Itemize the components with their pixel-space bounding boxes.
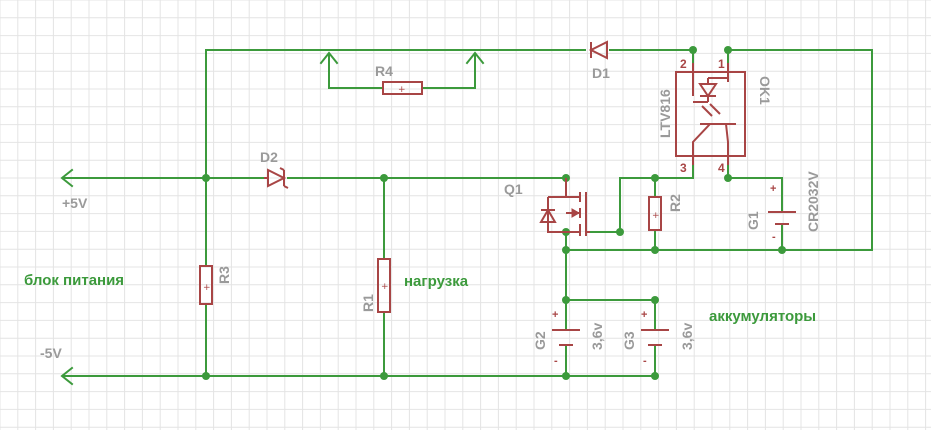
label-g3: G3 (621, 331, 637, 350)
note-batteries: аккумуляторы (709, 308, 816, 325)
wire-r4-right (421, 54, 476, 89)
diode-d2 (264, 167, 289, 189)
label-d2: D2 (260, 149, 278, 165)
pin-label-3: 3 (680, 161, 687, 175)
label-q1: Q1 (504, 181, 523, 197)
battery-g2: + - (552, 309, 580, 367)
junction (562, 372, 570, 380)
junction (562, 296, 570, 304)
junction (202, 174, 210, 182)
junction (778, 246, 786, 254)
junction (689, 46, 697, 54)
resistor-r1: + (377, 258, 391, 313)
r2-plus: + (652, 211, 660, 221)
label-r4: R4 (375, 63, 393, 79)
mosfet-q1 (539, 178, 590, 236)
label-g1-part: CR2032V (805, 171, 821, 232)
net-label-minus5: -5V (40, 345, 62, 361)
pin-label-2: 2 (680, 57, 687, 71)
junction (651, 174, 659, 182)
junction (651, 296, 659, 304)
junction (562, 246, 570, 254)
label-r2: R2 (667, 194, 683, 212)
label-g3-value: 3,6v (679, 323, 695, 350)
net-label-plus5: +5V (62, 195, 88, 211)
label-ok1-part: LTV816 (657, 89, 673, 138)
g2-plus: + (552, 309, 558, 321)
label-g1: G1 (745, 211, 761, 230)
junction (380, 174, 388, 182)
label-r3: R3 (216, 266, 232, 284)
wire-q1-gate (589, 164, 694, 233)
optocoupler-ok1 (675, 63, 746, 165)
note-power-unit: блок питания (24, 272, 124, 289)
junction (724, 174, 732, 182)
resistor-r2: + (648, 196, 662, 231)
wire-ok1-pin1-to-right (565, 49, 873, 251)
wire-top-rail-left (205, 49, 586, 179)
junction (202, 372, 210, 380)
supply-arrow-plus5 (60, 168, 74, 188)
g3-plus: + (641, 309, 647, 321)
junction (616, 228, 624, 236)
pin-label-4: 4 (718, 161, 725, 175)
label-d1: D1 (592, 65, 610, 81)
g1-plus: + (770, 183, 776, 195)
g2-minus: - (554, 355, 558, 367)
battery-g3: + - (641, 309, 669, 367)
diode-d1 (588, 40, 608, 60)
g3-minus: - (643, 355, 647, 367)
junction (380, 372, 388, 380)
label-g2: G2 (532, 331, 548, 350)
g1-minus: - (772, 231, 776, 243)
r4-supply-arrows (319, 51, 485, 65)
junction (651, 372, 659, 380)
junction (651, 246, 659, 254)
label-r1: R1 (360, 294, 376, 312)
resistor-r3: + (199, 265, 213, 305)
labels: +5V -5V R4 D1 D2 Q1 R3 R1 R2 OK1 LTV816 … (24, 57, 821, 361)
junctions (202, 46, 786, 380)
junction (724, 46, 732, 54)
r1-plus: + (381, 282, 389, 292)
wire-r4 (328, 54, 384, 89)
note-load: нагрузка (404, 273, 469, 290)
label-ok1: OK1 (757, 76, 773, 105)
r4-plus: + (398, 85, 406, 95)
battery-g1: + - (768, 183, 796, 243)
wire-ok1-pin4 (727, 164, 783, 213)
pin-label-1: 1 (718, 57, 725, 71)
supply-arrow-minus5 (60, 366, 74, 386)
resistor-r4: + (382, 81, 423, 95)
wires (63, 49, 873, 377)
label-g2-value: 3,6v (589, 323, 605, 350)
r3-plus: + (203, 283, 211, 293)
